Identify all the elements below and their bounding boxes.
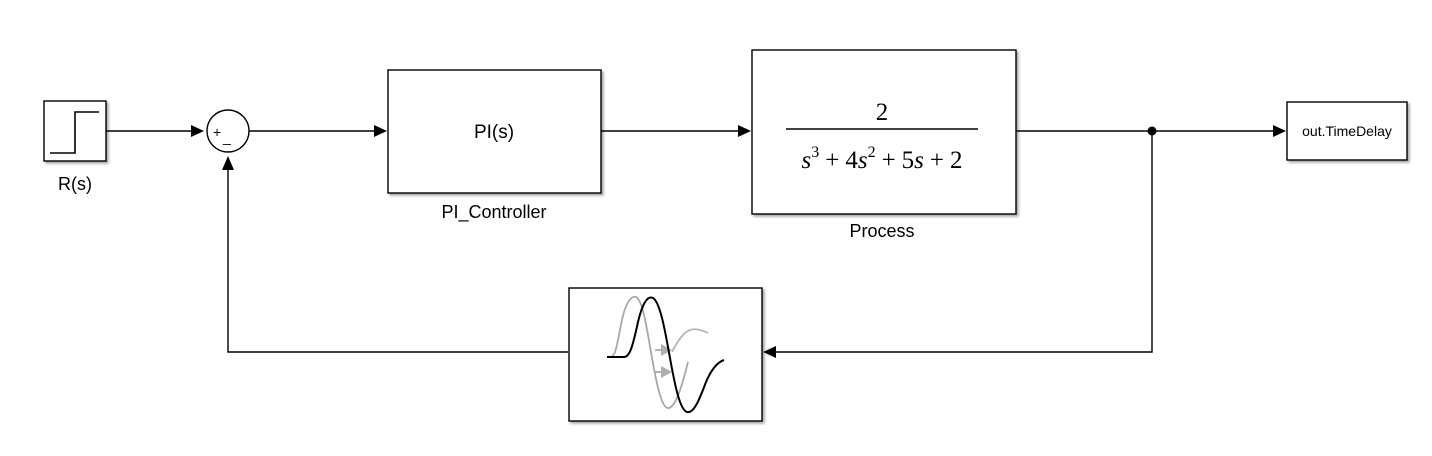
transport-delay-wave-icon [607, 295, 725, 414]
output-variable-name: out.TimeDelay [1302, 123, 1392, 139]
sum-block[interactable]: + _ [206, 109, 250, 153]
sum-minus-sign: _ [222, 129, 231, 145]
wire-delay-to-sum[interactable] [227, 170, 568, 353]
pi-controller-block[interactable]: PI(s) PI_Controller [387, 69, 602, 223]
wire-branch-to-delay[interactable] [776, 131, 1153, 353]
arrowhead-output-input [1273, 125, 1286, 137]
arrowhead-delay-input [763, 346, 776, 358]
step-icon [50, 111, 99, 154]
step-block[interactable]: R(s) [43, 100, 107, 194]
transfer-fn-denominator: s3+4s2+5s+2 [801, 144, 962, 174]
sum-plus-sign: + [213, 124, 221, 140]
arrowhead-controller-input [374, 125, 387, 137]
arrowhead-sum-feedback [222, 156, 234, 170]
pi-controller-expression: PI(s) [474, 122, 514, 143]
output-block[interactable]: out.TimeDelay [1286, 101, 1408, 161]
transport-delay-block[interactable] [568, 287, 763, 422]
transfer-fn-numerator: 2 [876, 99, 889, 126]
process-block[interactable]: 2 s3+4s2+5s+2 Process [751, 49, 1017, 241]
step-label: R(s) [58, 174, 92, 194]
process-label: Process [849, 221, 914, 241]
pi-controller-label: PI_Controller [441, 202, 546, 223]
arrowhead-process-input [738, 125, 751, 137]
signal-lines [106, 125, 1286, 358]
arrowhead-sum-input [191, 125, 204, 137]
